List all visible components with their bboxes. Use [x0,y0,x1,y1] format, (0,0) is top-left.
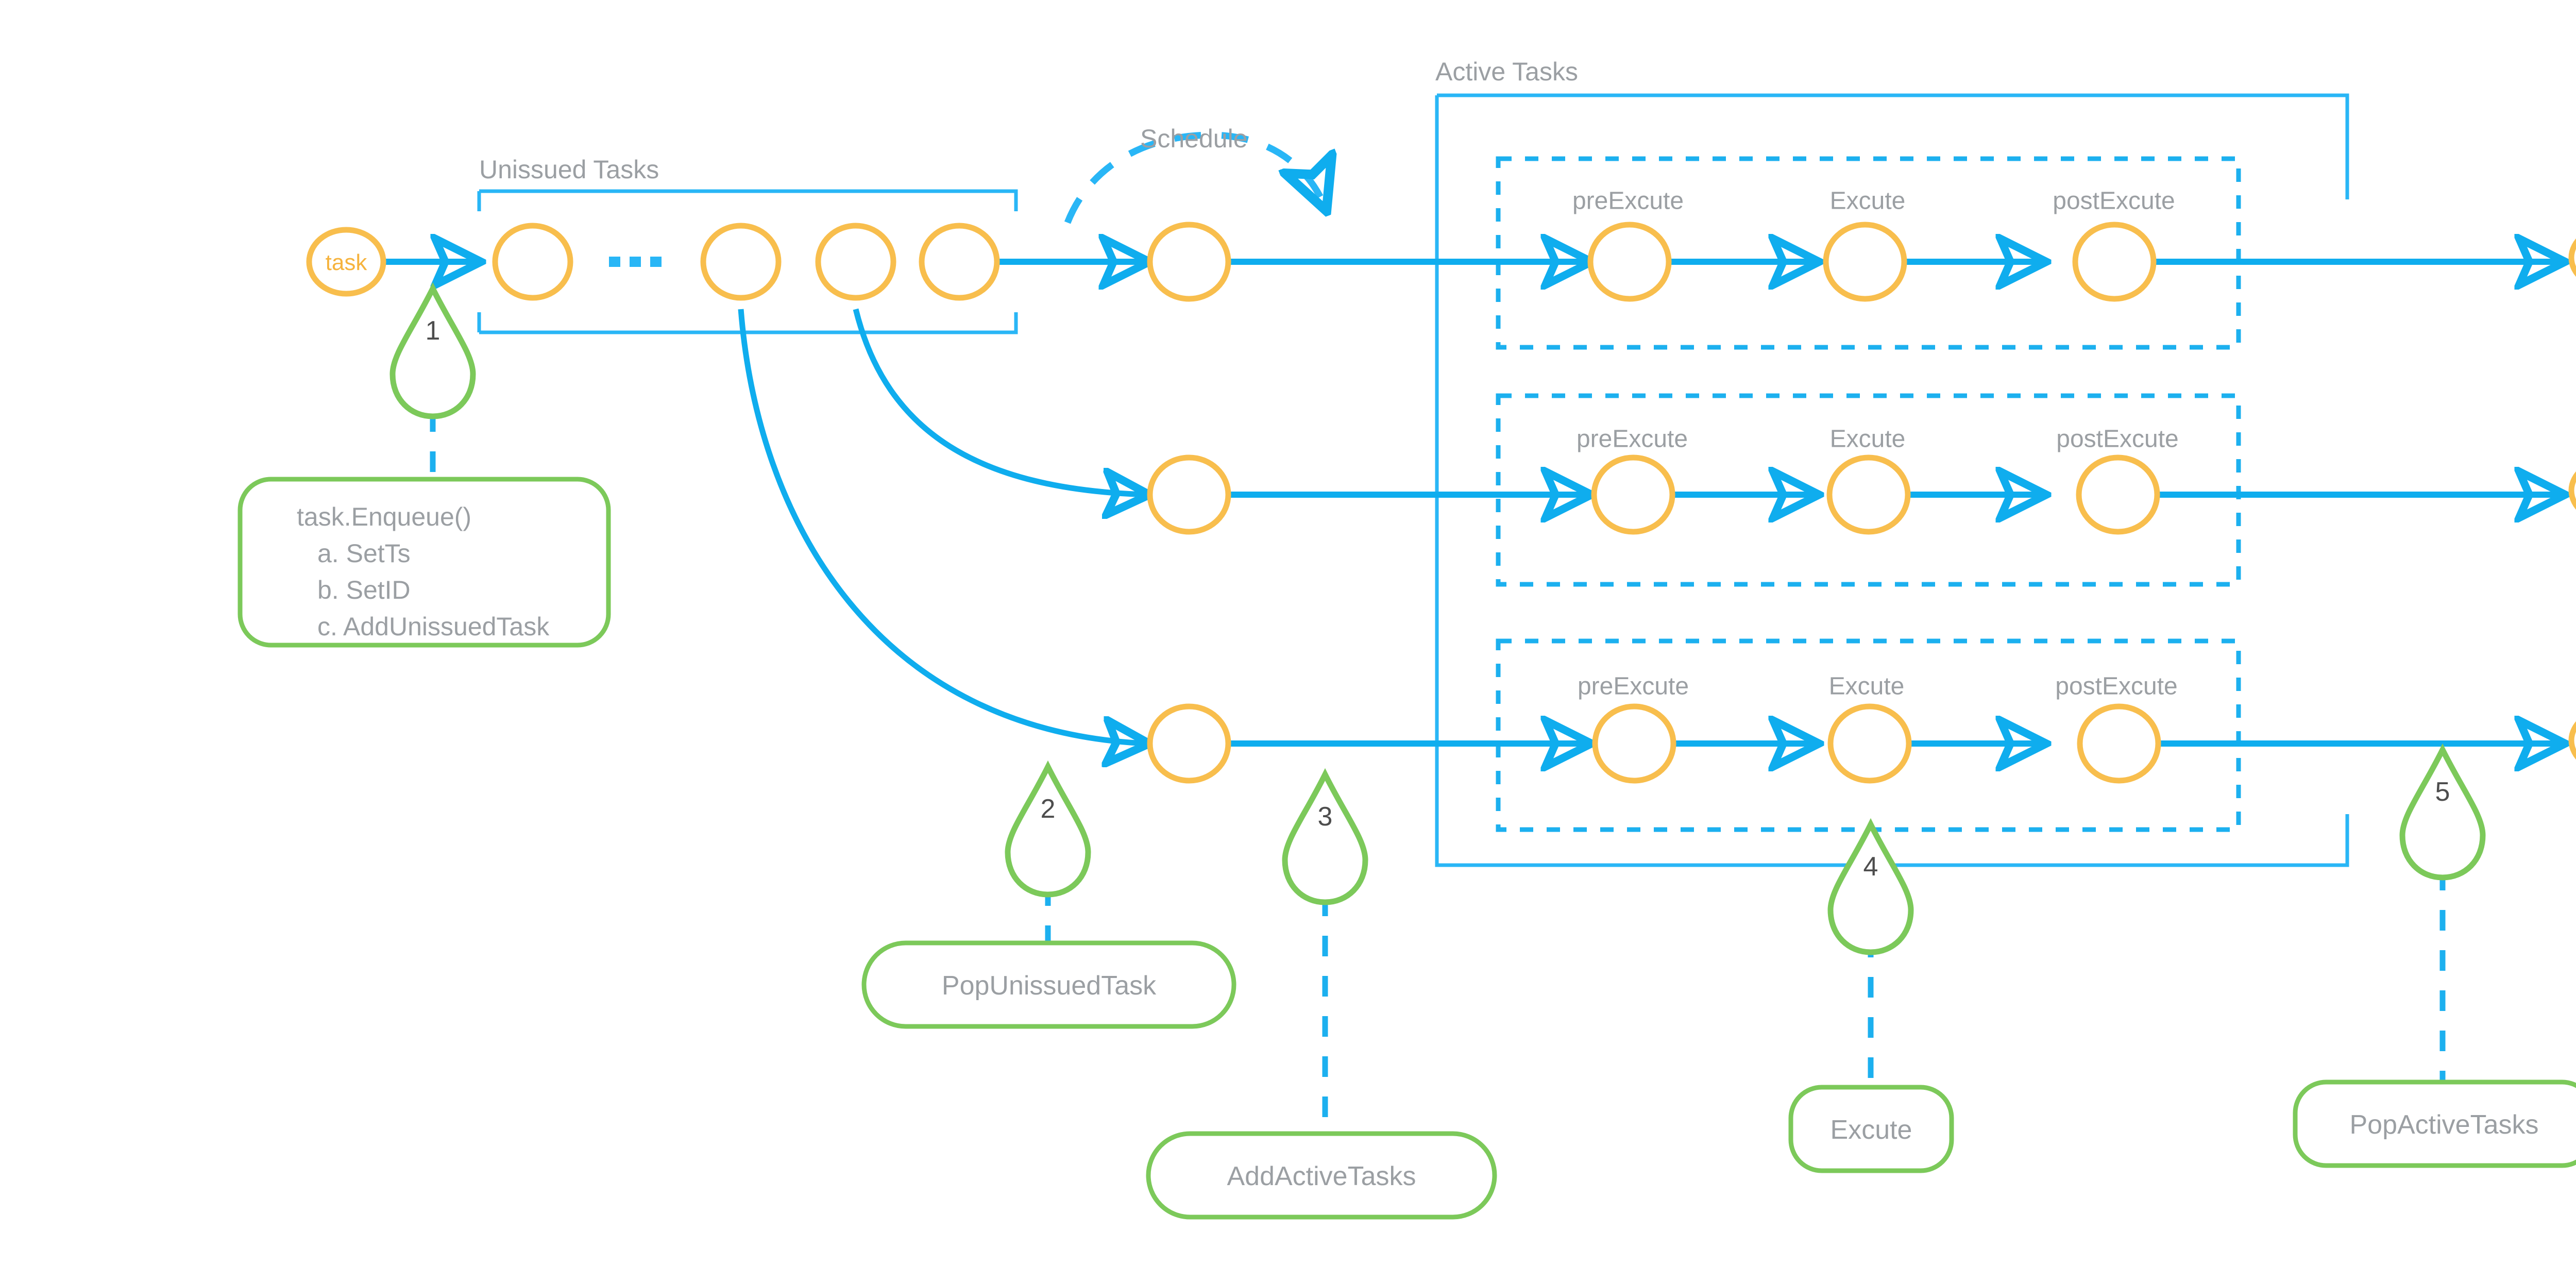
node-task-source [306,227,386,297]
pipeline-1-exit-node [2568,238,2576,277]
unissued-tasks-bracket [477,189,1018,334]
pipeline-1-preexcute-label: preExcute [1572,187,1684,215]
unissued-node-3 [815,223,896,301]
pipeline-1-postexcute-label: postExcute [2053,187,2175,215]
node-task-source-label: task [325,250,367,275]
pipeline-2-entry-node [1147,454,1231,535]
unissued-ellipsis-dots [609,257,662,267]
unissued-node-4 [919,223,1000,301]
marker-2-number: 2 [1040,794,1056,824]
callout-2-box [861,940,1236,1029]
pipeline-3-entry-node [1147,703,1231,784]
active-tasks-label: Active Tasks [1435,57,1578,86]
pipeline-3-excute-node [1827,703,1912,784]
marker-5-teardrop [2399,743,2486,881]
pipeline-3-postexcute-node [2077,703,2161,784]
callout-boxes [238,477,2576,1220]
pipeline-2-postexcute-label: postExcute [2056,425,2179,453]
pipeline-3-preexcute-node [1592,703,1676,784]
callout-1-line-0: task.Enqueue() [297,502,472,531]
edge-unissued-to-entry2 [853,308,1147,495]
pipeline-2-postexcute-node [2076,454,2160,535]
marker-5-number: 5 [2435,777,2450,807]
pipeline-2-preexcute-label: preExcute [1576,425,1688,453]
pipeline-1-preexcute-node [1587,222,1672,302]
callout-1-line-3: c. AddUnissuedTask [317,612,550,641]
callout-5-label: PopActiveTasks [2349,1110,2539,1140]
pipeline-2-excute-node [1826,454,1911,535]
callout-1-text: task.Enqueue() a. SetTs b. SetID c. AddU… [297,499,549,645]
pipeline-1-excute-label: Excute [1829,187,1906,215]
pipeline-2-excute-label: Excute [1829,425,1906,453]
marker-3-number: 3 [1317,802,1333,832]
pipeline-1-postexcute-node [2072,222,2157,302]
unissued-tasks-label: Unissued Tasks [479,155,659,184]
marker-4-teardrop [1827,818,1914,955]
callout-4-box [1788,1085,1954,1173]
pipeline-1-dotted-box [1496,156,2241,350]
pipeline-3-exit-node [2568,721,2576,760]
callout-3-label: AddActiveTasks [1227,1161,1416,1191]
pipeline-2-exit-node [2568,471,2576,510]
pipeline-1-entry-node [1147,222,1231,302]
callout-2-label: PopUnissuedTask [941,971,1157,1001]
marker-4-number: 4 [1863,852,1878,882]
marker-3-teardrop [1282,768,1368,905]
pipeline-2-dotted-box [1496,393,2241,587]
marker-2-teardrop [1005,760,1091,898]
callout-4-label: Excute [1830,1115,1912,1145]
step-markers [389,282,2486,955]
marker-1-teardrop [389,282,476,419]
callout-5-box [2293,1079,2576,1168]
dispatch-curves [738,308,1147,744]
callout-1-line-2: b. SetID [317,576,411,604]
schedule-edge-label: Schedule [1140,124,1248,153]
unissued-node-2 [700,223,782,301]
callout-1-line-1: a. SetTs [317,539,411,568]
pipeline-3-excute-label: Excute [1828,672,1905,700]
pipeline-3-preexcute-label: preExcute [1577,672,1689,700]
node-ellipses [306,222,2576,784]
marker-1-number: 1 [425,316,440,346]
pipeline-2-preexcute-node [1591,454,1675,535]
callout-3-box [1146,1131,1497,1220]
schedule-dashed-arc [1064,131,1326,224]
pipeline-3-postexcute-label: postExcute [2055,672,2178,700]
pipeline-1-excute-node [1823,222,1907,302]
unissued-node-1 [492,223,573,301]
edge-unissued-to-entry3 [738,309,1147,744]
callout-1-box [238,477,611,648]
